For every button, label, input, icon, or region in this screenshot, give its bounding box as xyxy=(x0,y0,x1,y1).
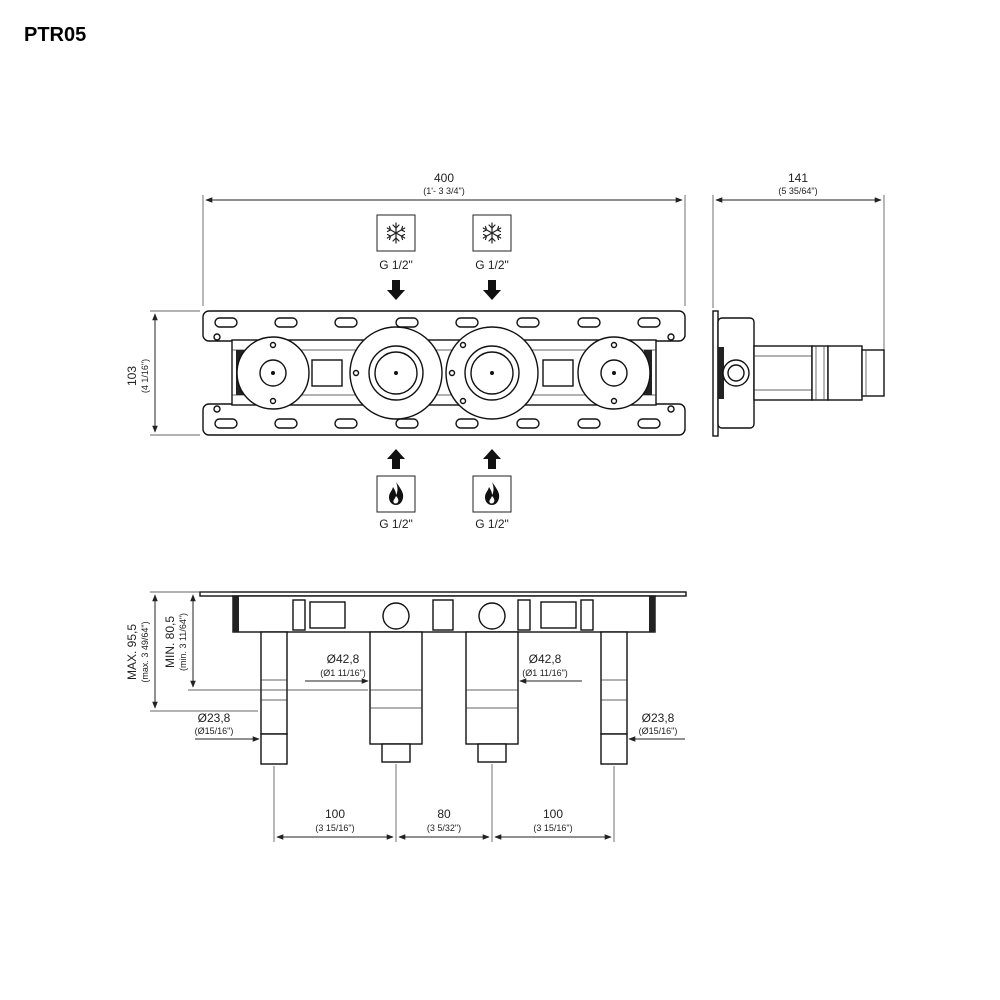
dia-small-left-value: Ø23,8 xyxy=(198,711,231,725)
hot-icon-box xyxy=(472,475,512,513)
hot-inlet-right: G 1/2" xyxy=(472,449,512,531)
cold-inlet-label: G 1/2" xyxy=(475,258,509,272)
dia-small-right-imperial: (Ø15/16") xyxy=(639,726,678,736)
valve-inner-right xyxy=(445,326,539,420)
dia-small-right-value: Ø23,8 xyxy=(642,711,675,725)
width-dimension-value: 400 xyxy=(434,171,454,185)
depth-dimension-imperial: (5 35/64") xyxy=(778,186,817,196)
hot-inlet-left: G 1/2" xyxy=(376,449,416,531)
cold-inlet-right: G 1/2" xyxy=(472,214,512,300)
hot-icon-box xyxy=(376,475,416,513)
depth-dimension-value: 141 xyxy=(788,171,808,185)
dia-large-left-imperial: (Ø1 11/16") xyxy=(320,668,366,678)
valve-outer-right xyxy=(577,336,651,410)
spacing-imperial-3: (3 15/16") xyxy=(533,823,572,833)
dia-large-right-value: Ø42,8 xyxy=(529,652,562,666)
max-dimension-imperial: (max. 3 49/64") xyxy=(140,621,150,682)
spacing-imperial-2: (3 5/32") xyxy=(427,823,461,833)
dia-large-right-imperial: (Ø1 11/16") xyxy=(522,668,568,678)
page-title: PTR05 xyxy=(24,24,87,46)
hot-inlet-label: G 1/2" xyxy=(379,517,413,531)
dia-small-left-imperial: (Ø15/16") xyxy=(195,726,234,736)
down-arrow-icon xyxy=(483,280,501,300)
top-view: 400 (1'- 3 3/4") 103 (4 1/16") G 1/2" G … xyxy=(125,171,686,531)
spacing-imperial-1: (3 15/16") xyxy=(315,823,354,833)
down-arrow-icon xyxy=(387,280,405,300)
side-view: 141 (5 35/64") xyxy=(712,171,885,437)
width-dimension-imperial: (1'- 3 3/4") xyxy=(423,186,464,196)
spacing-value-1: 100 xyxy=(325,807,345,821)
height-dimension-value: 103 xyxy=(125,366,139,386)
valve-outer-left xyxy=(236,336,310,410)
spacing-value-3: 100 xyxy=(543,807,563,821)
up-arrow-icon xyxy=(483,449,501,469)
max-dimension-value: MAX. 95,5 xyxy=(125,624,139,680)
front-view: MAX. 95,5 (max. 3 49/64") MIN. 80,5 (min… xyxy=(125,591,687,842)
cold-inlet-left: G 1/2" xyxy=(376,214,416,300)
spacing-value-2: 80 xyxy=(437,807,451,821)
valve-inner-left xyxy=(349,326,443,420)
up-arrow-icon xyxy=(387,449,405,469)
cold-inlet-label: G 1/2" xyxy=(379,258,413,272)
height-dimension-imperial: (4 1/16") xyxy=(140,359,150,393)
min-dimension-imperial: (min. 3 11/64") xyxy=(178,613,188,671)
dia-large-left-value: Ø42,8 xyxy=(327,652,360,666)
min-dimension-value: MIN. 80,5 xyxy=(163,616,177,668)
hot-inlet-label: G 1/2" xyxy=(475,517,509,531)
